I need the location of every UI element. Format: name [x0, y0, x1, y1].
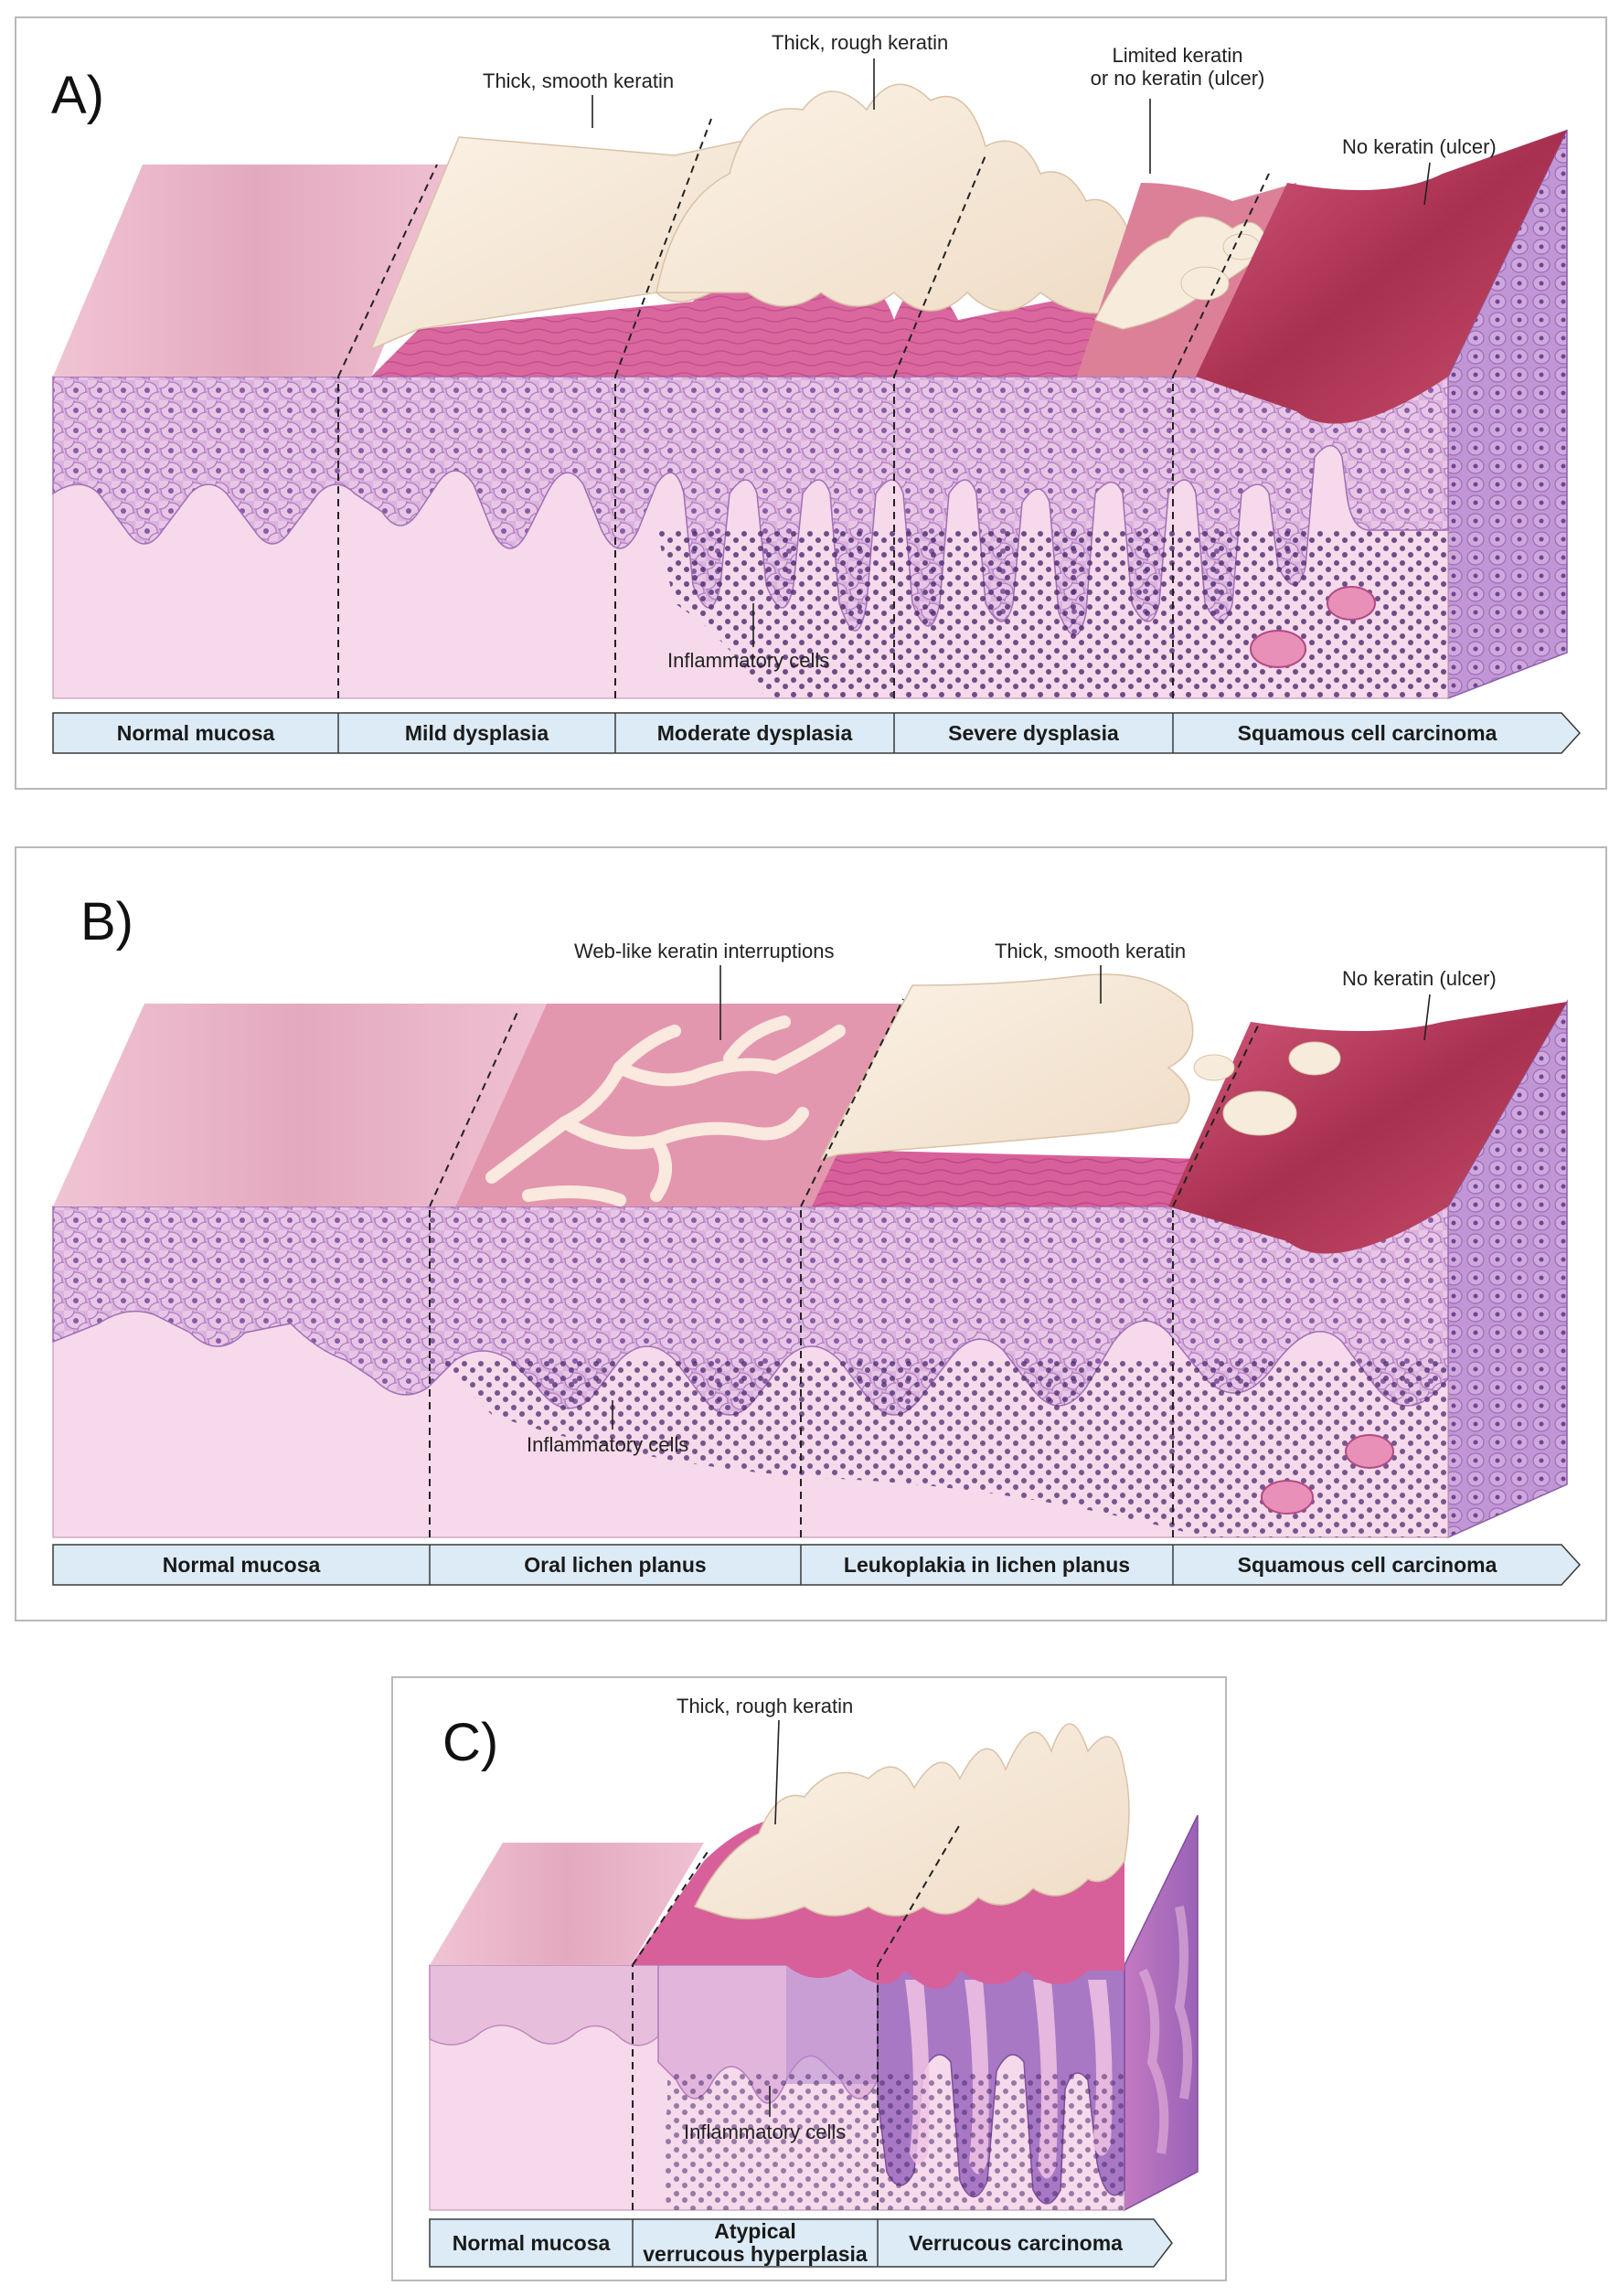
stage-squamous-cell-carcinoma: Squamous cell carcinoma — [1237, 1552, 1497, 1577]
label-thick-rough-keratin: Thick, rough keratin — [677, 1695, 854, 1717]
stage-normal-mucosa: Normal mucosa — [162, 1552, 321, 1577]
label-limited-keratin: Limited keratin or no keratin (ulcer) — [1068, 44, 1287, 90]
stage-severe-dysplasia: Severe dysplasia — [948, 720, 1119, 745]
stage-mild-dysplasia: Mild dysplasia — [404, 720, 549, 745]
panel-c-stage-bar: Normal mucosa Atypical verrucous hyperpl… — [393, 2219, 1229, 2267]
panel-a-leader-lines — [592, 58, 1431, 647]
stage-normal-mucosa: Normal mucosa — [430, 2219, 633, 2267]
panel-c-letter: C) — [442, 1713, 499, 1772]
panel-c-tissue-block — [429, 1723, 1199, 2212]
panel-a-stage-bar-shape — [52, 712, 1582, 754]
stage-atypical-line2: verrucous hyperplasia — [643, 2242, 868, 2266]
label-thick-smooth-keratin: Thick, smooth keratin — [995, 940, 1187, 962]
stage-verrucous-carcinoma: Verrucous carcinoma — [878, 2219, 1154, 2267]
panel-b-leader-lines — [612, 965, 1431, 1430]
stage-normal-mucosa-line1: Normal mucosa — [452, 2230, 611, 2255]
panel-c-stage-bar-shape — [429, 2218, 1173, 2268]
panel-b-letter: B) — [80, 892, 133, 951]
panel-a-tissue-block — [52, 83, 1568, 700]
label-inflammatory-cells: Inflammatory cells — [667, 649, 830, 672]
panel-a-stage-bar: Normal mucosa Mild dysplasia Moderate dy… — [16, 713, 1609, 753]
label-thick-smooth-keratin: Thick, smooth keratin — [483, 69, 675, 92]
label-web-like-keratin: Web-like keratin interruptions — [574, 940, 835, 962]
label-thick-rough-keratin: Thick, rough keratin — [772, 31, 949, 54]
stage-normal-mucosa: Normal mucosa — [116, 720, 275, 745]
label-limited-keratin-line1: Limited keratin — [1112, 44, 1243, 67]
stage-atypical-verrucous-hyperplasia: Atypical verrucous hyperplasia — [633, 2219, 878, 2267]
stage-verrucous-carcinoma-line1: Verrucous carcinoma — [909, 2230, 1123, 2255]
stage-atypical-line1: Atypical — [714, 2219, 796, 2244]
label-limited-keratin-line2: or no keratin (ulcer) — [1090, 67, 1265, 90]
panel-b-stage-bar: Normal mucosa Oral lichen planus Leukopl… — [16, 1545, 1609, 1585]
label-no-keratin-ulcer: No keratin (ulcer) — [1342, 135, 1497, 158]
panel-b-tissue-block — [52, 973, 1568, 1539]
label-no-keratin-ulcer: No keratin (ulcer) — [1342, 967, 1497, 990]
label-inflammatory-cells: Inflammatory cells — [527, 1433, 689, 1456]
label-inflammatory-cells: Inflammatory cells — [684, 2121, 847, 2143]
stage-squamous-cell-carcinoma: Squamous cell carcinoma — [1237, 720, 1497, 745]
stage-oral-lichen-planus: Oral lichen planus — [524, 1552, 707, 1577]
panel-a: A) Thick, smoo — [15, 16, 1607, 790]
stage-moderate-dysplasia: Moderate dysplasia — [656, 720, 853, 745]
panel-c-leader-lines — [769, 1719, 780, 2117]
panel-b: B) Web-like — [15, 846, 1607, 1621]
panel-b-stage-bar-shape — [52, 1544, 1582, 1586]
stage-leukoplakia-lichen-planus: Leukoplakia in lichen planus — [843, 1552, 1131, 1577]
panel-a-letter: A) — [51, 66, 104, 125]
panel-c: C) Thick, rough keratin Inflamm — [391, 1676, 1227, 2281]
